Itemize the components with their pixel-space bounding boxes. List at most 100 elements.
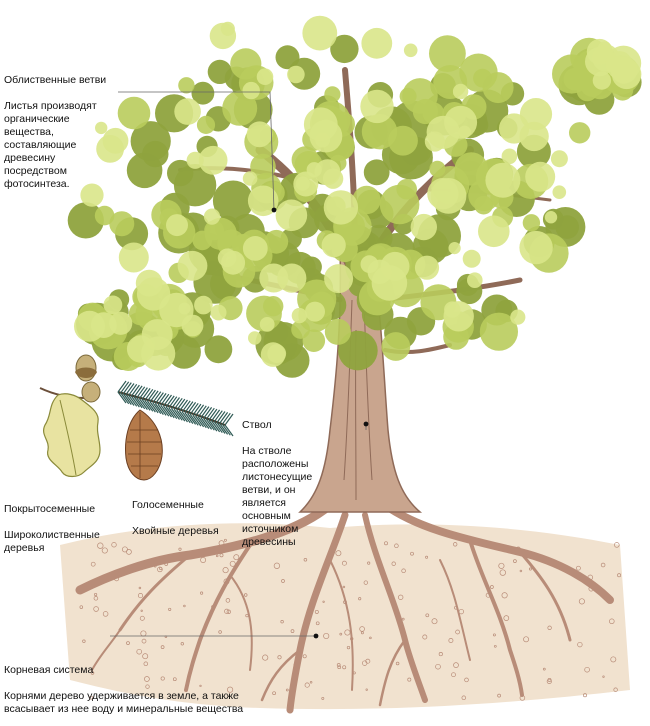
foliage-clump bbox=[467, 272, 483, 289]
soil-particle bbox=[140, 609, 143, 612]
soil-particle bbox=[321, 696, 325, 700]
soil-particle bbox=[367, 561, 371, 565]
soil-particle bbox=[490, 585, 494, 589]
pine-needle bbox=[120, 392, 130, 405]
foliage-clump bbox=[302, 15, 338, 51]
soil-particle bbox=[79, 605, 84, 609]
soil-particle bbox=[200, 591, 204, 595]
pine-needle bbox=[181, 411, 191, 424]
soil-particle bbox=[583, 693, 587, 698]
pine-needle bbox=[136, 386, 146, 399]
pine-needle bbox=[208, 419, 218, 432]
foliage-clump bbox=[80, 183, 104, 207]
foliage-clump bbox=[381, 332, 411, 361]
label-roots: Корневая система Корнями дерево удержива… bbox=[4, 651, 279, 716]
foliage-clump bbox=[324, 264, 354, 294]
tree-trunk bbox=[298, 249, 423, 513]
pine-needle bbox=[181, 400, 191, 413]
foliage-clump bbox=[246, 121, 273, 148]
soil-particle bbox=[272, 691, 276, 696]
pine-needle bbox=[157, 404, 167, 416]
foliage-clump bbox=[338, 330, 378, 371]
pine-needle bbox=[187, 413, 197, 425]
pine-needle bbox=[208, 408, 218, 421]
soil-particle bbox=[547, 625, 552, 630]
foliage-clump bbox=[478, 215, 510, 248]
soil-particle bbox=[501, 592, 508, 599]
soil-particle bbox=[336, 663, 341, 667]
soil-particle bbox=[369, 636, 372, 640]
soil-particle bbox=[160, 676, 165, 681]
foliage-clump bbox=[181, 314, 204, 337]
foliage-clump bbox=[501, 148, 518, 165]
soil-particle bbox=[101, 547, 108, 554]
foliage-clump bbox=[544, 211, 558, 224]
soil-particle bbox=[362, 660, 368, 666]
soil-particle bbox=[401, 617, 405, 621]
foliage-clump bbox=[592, 71, 612, 90]
foliage-clump bbox=[256, 68, 274, 85]
soil-particle bbox=[322, 600, 325, 603]
soil-particle bbox=[493, 644, 497, 648]
foliage-clump bbox=[361, 114, 398, 150]
soil-particle bbox=[451, 672, 456, 678]
foliage-clump bbox=[321, 233, 346, 258]
pine-needle bbox=[219, 412, 229, 424]
pine-needle bbox=[146, 389, 156, 402]
soil-particle bbox=[528, 567, 532, 571]
foliage-clump bbox=[302, 329, 326, 353]
soil-particle bbox=[160, 645, 165, 649]
foliage-clump bbox=[242, 236, 268, 261]
foliage-clump bbox=[458, 125, 471, 139]
soil-particle bbox=[90, 561, 96, 567]
soil-particle bbox=[223, 538, 227, 542]
soil-particle bbox=[448, 638, 454, 643]
foliage-clump bbox=[474, 195, 493, 215]
soil-particle bbox=[168, 607, 172, 611]
root-system bbox=[75, 500, 614, 714]
label-trunk: Ствол На стволе расположены листонесущие… bbox=[242, 406, 332, 549]
label-angiosperms-text: Широколиственные деревья bbox=[4, 529, 100, 554]
label-gymnosperms-title: Голосеменные bbox=[132, 499, 204, 511]
soil-particle bbox=[302, 654, 307, 659]
soil-particle bbox=[453, 542, 458, 547]
foliage-clump bbox=[117, 96, 151, 130]
soil-particle bbox=[136, 648, 142, 655]
soil-particle bbox=[546, 678, 552, 684]
pine-needle bbox=[157, 393, 167, 405]
soil-particle bbox=[126, 641, 130, 645]
soil-particle bbox=[145, 684, 150, 689]
foliage-clump bbox=[177, 250, 208, 281]
foliage-clump bbox=[264, 229, 289, 254]
foliage-clump bbox=[552, 185, 567, 199]
soil-particle bbox=[425, 555, 429, 559]
soil-particle bbox=[229, 560, 236, 567]
foliage-clump bbox=[569, 122, 591, 144]
acorn bbox=[81, 381, 101, 403]
pine-needle bbox=[195, 404, 205, 417]
soil-particle bbox=[304, 682, 310, 688]
foliage-clump bbox=[498, 113, 530, 144]
pine-needle bbox=[168, 396, 178, 409]
pine-needle bbox=[224, 413, 234, 426]
label-roots-text: Корнями дерево удерживается в земле, а т… bbox=[4, 690, 244, 715]
foliage-clump bbox=[242, 81, 260, 100]
foliage-clump bbox=[519, 98, 553, 131]
foliage-clump bbox=[360, 89, 394, 124]
pine-needle bbox=[125, 383, 135, 395]
soil-particle bbox=[93, 596, 99, 601]
pine-needle bbox=[163, 405, 172, 418]
pine-needle bbox=[213, 421, 223, 434]
foliage-clump bbox=[291, 307, 308, 324]
pine-needle bbox=[168, 407, 178, 420]
soil-particle bbox=[610, 656, 617, 663]
soil-particle bbox=[401, 568, 406, 574]
soil-particle bbox=[90, 671, 95, 675]
foliage-clump bbox=[462, 249, 481, 268]
pine-needle bbox=[138, 398, 148, 410]
foliage-clump bbox=[203, 208, 221, 225]
foliage-clump bbox=[305, 301, 325, 322]
soil-particle bbox=[225, 598, 231, 603]
foliage-clump bbox=[95, 121, 108, 135]
